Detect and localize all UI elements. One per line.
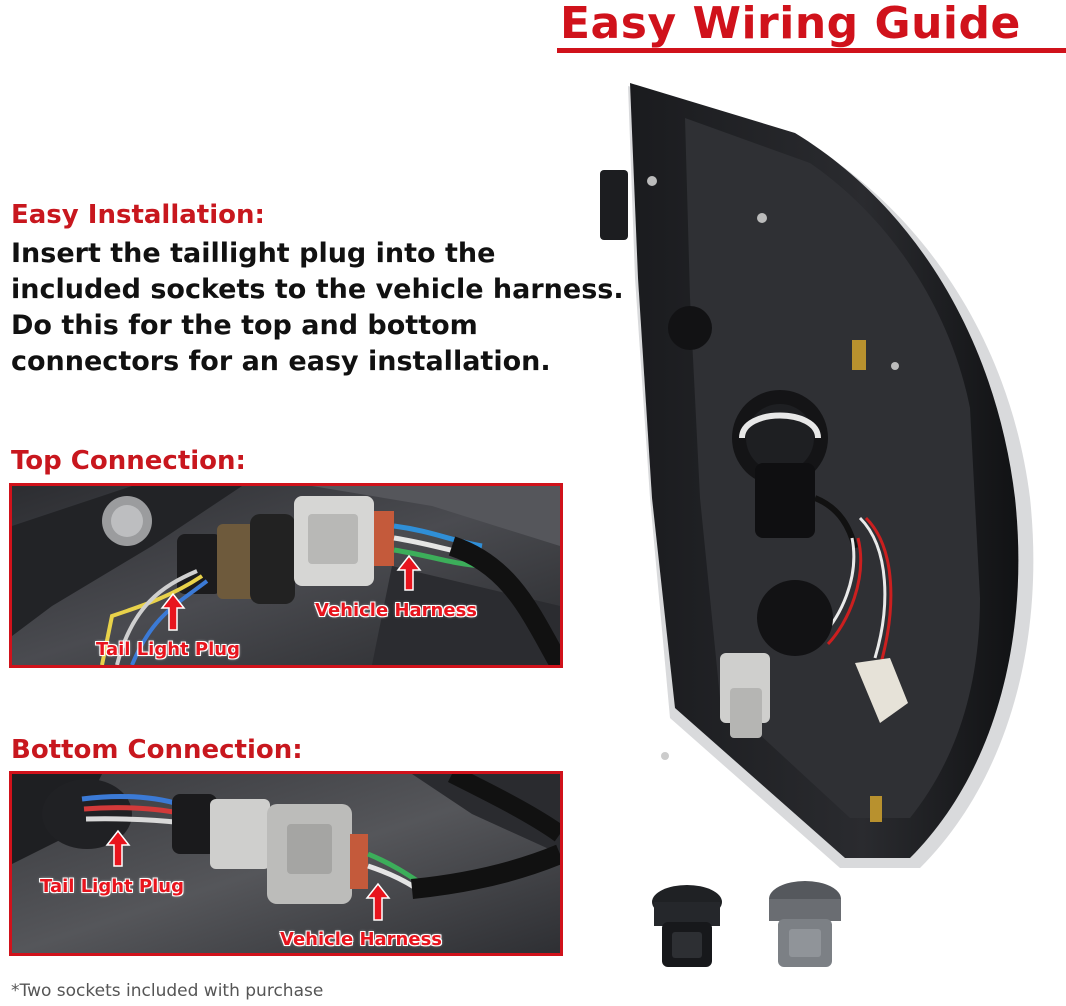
- vehicle-harness-label: Vehicle Harness: [280, 929, 442, 950]
- top-connection-illustration: [12, 486, 560, 665]
- included-socket-gray: [769, 881, 841, 967]
- install-instructions: Insert the taillight plug into the inclu…: [11, 236, 624, 380]
- install-heading: Easy Installation:: [11, 200, 265, 230]
- footnote: *Two sockets included with purchase: [11, 981, 324, 1001]
- tail-light-plug-label: Tail Light Plug: [96, 639, 240, 660]
- install-line: connectors for an easy installation.: [11, 346, 551, 377]
- included-socket-black: [652, 885, 722, 967]
- install-line: Insert the taillight plug into the: [11, 238, 496, 269]
- page-title: Easy Wiring Guide: [560, 0, 1021, 49]
- bottom-connection-photo: Tail Light Plug Vehicle Harness: [9, 771, 563, 956]
- tail-light-plug-label: Tail Light Plug: [40, 876, 184, 897]
- title-underline: [557, 48, 1066, 53]
- bottom-connection-illustration: [12, 774, 560, 953]
- install-line: Do this for the top and bottom: [11, 310, 478, 341]
- bottom-connection-heading: Bottom Connection:: [11, 735, 303, 765]
- tail-light-housing-image: [600, 83, 1034, 868]
- top-connection-heading: Top Connection:: [11, 446, 246, 476]
- top-connection-photo: Vehicle Harness Tail Light Plug: [9, 483, 563, 668]
- install-line: included sockets to the vehicle harness.: [11, 274, 624, 305]
- vehicle-harness-label: Vehicle Harness: [315, 600, 477, 621]
